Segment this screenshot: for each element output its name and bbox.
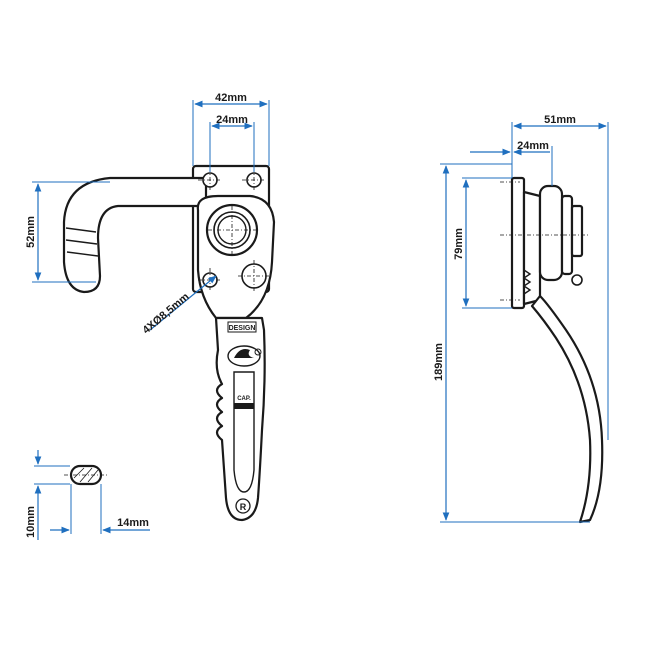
cap-rating-bar [234, 403, 254, 409]
design-plate [227, 321, 257, 333]
dim-mount-spacing-label: 24mm [216, 114, 248, 126]
side-lever [530, 294, 604, 524]
dim-hole-callout-label: 4XØ8,5mm [140, 291, 191, 337]
registered-mark-icon [235, 498, 251, 514]
dim-side-depth-label: 51mm [544, 114, 576, 126]
registered-symbol: R [240, 502, 247, 512]
pivot-boss [205, 203, 259, 257]
design-label: DESIGN [229, 325, 256, 332]
dim-handle-width: 42mm [192, 92, 270, 166]
side-knob [570, 204, 584, 258]
dim-handle-width-label: 42mm [215, 92, 247, 104]
side-disc [538, 184, 564, 282]
dim-side-depth: 51mm [511, 114, 609, 440]
dim-section-height: 10mm [25, 450, 70, 540]
dim-hook-height: 52mm [25, 181, 110, 283]
side-pin [571, 274, 583, 286]
dim-hook-height-label: 52mm [25, 216, 37, 248]
dim-section-width-label: 14mm [117, 517, 149, 529]
side-spring [522, 269, 532, 295]
lever-recess [233, 371, 255, 493]
hook-grip-lines [65, 227, 99, 257]
dim-side-plate-width-label: 24mm [517, 140, 549, 152]
dim-mount-spacing: 24mm [209, 114, 255, 172]
lever-handle [214, 316, 266, 522]
mount-holes [198, 168, 270, 292]
brand-logo-icon [227, 345, 262, 367]
cross-section-view: 10mm 14mm [25, 450, 150, 540]
dim-total-length: 189mm [433, 163, 590, 523]
front-view: DESIGN CAP. R 42mm 24mm [25, 92, 276, 522]
dim-hole-callout: 4XØ8,5mm [140, 275, 217, 337]
hook-arm [62, 176, 208, 294]
side-base-plate [510, 176, 526, 310]
dim-side-plate-height: 79mm [453, 177, 512, 309]
dim-total-length-label: 189mm [433, 343, 445, 381]
dim-section-height-label: 10mm [25, 506, 37, 538]
dim-side-plate-width: 24mm [470, 140, 553, 186]
cap-label: CAP. [237, 396, 251, 402]
dim-section-width: 14mm [50, 484, 150, 534]
dim-side-plate-height-label: 79mm [453, 228, 465, 260]
side-view: 51mm 24mm 79mm 189mm [433, 114, 609, 524]
